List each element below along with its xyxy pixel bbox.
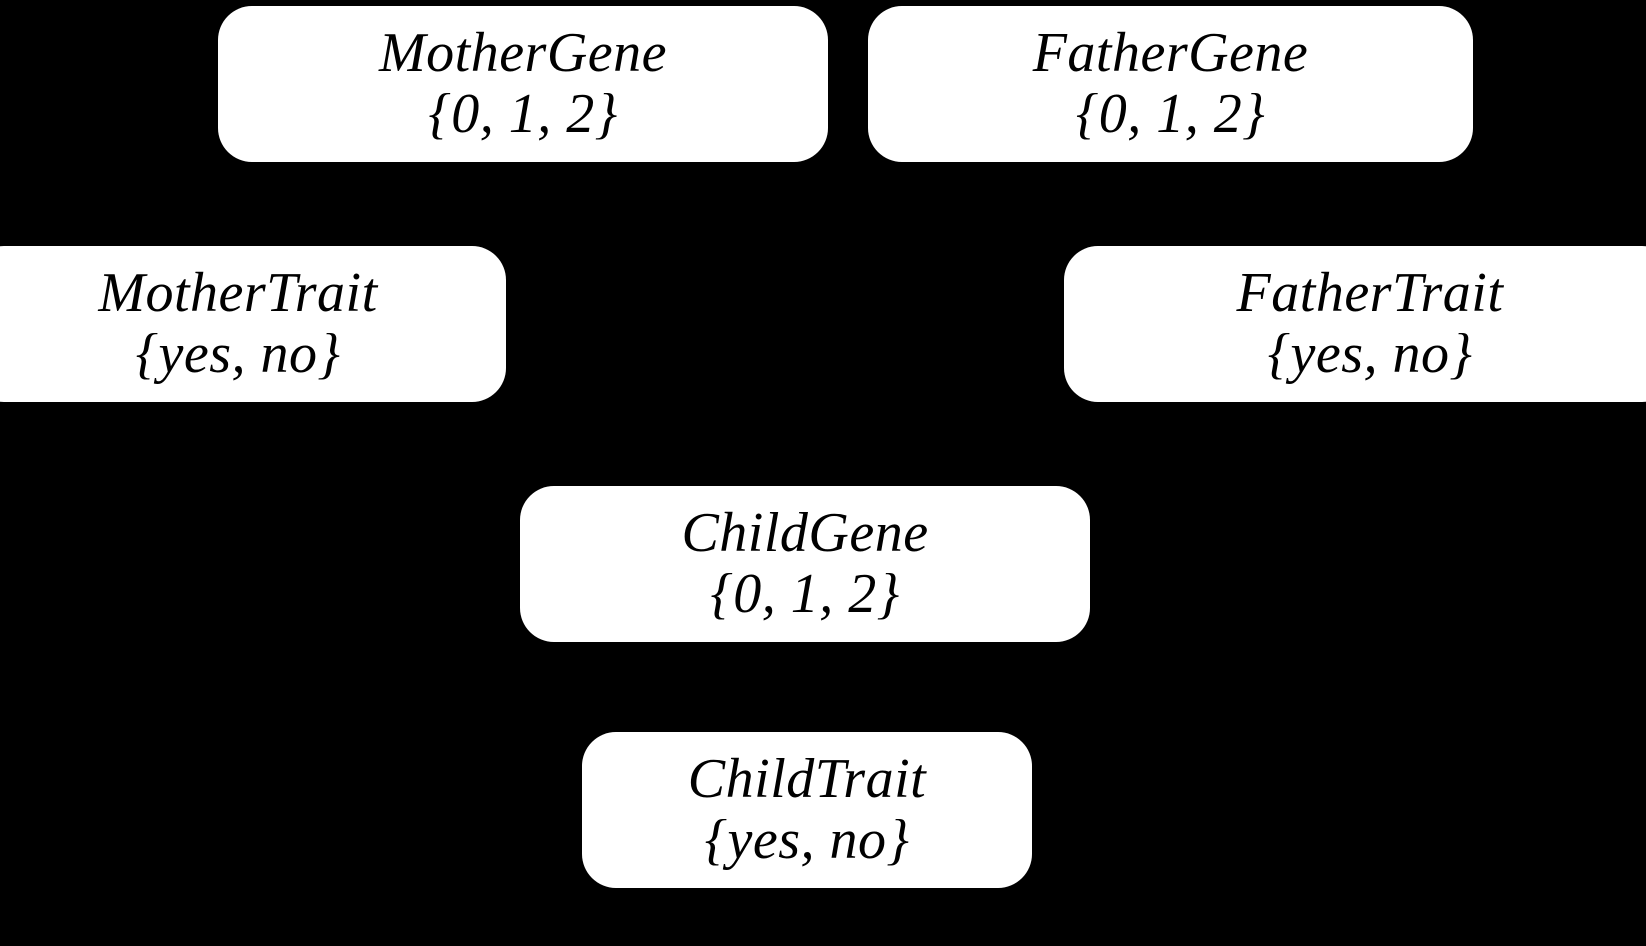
node-mother-gene[interactable]: MotherGene {0, 1, 2} xyxy=(218,6,828,162)
node-father-gene-label: FatherGene xyxy=(1032,21,1309,84)
node-child-trait[interactable]: ChildTrait {yes, no} xyxy=(582,732,1032,888)
node-father-trait-label: FatherTrait xyxy=(1236,261,1504,324)
node-child-trait-label: ChildTrait xyxy=(687,747,927,810)
node-father-trait[interactable]: FatherTrait {yes, no} xyxy=(1064,246,1646,402)
node-mother-gene-domain: {0, 1, 2} xyxy=(428,83,618,145)
node-father-trait-domain: {yes, no} xyxy=(1267,323,1473,385)
node-father-gene-domain: {0, 1, 2} xyxy=(1075,83,1266,145)
node-mother-trait[interactable]: MotherTrait {yes, no} xyxy=(0,246,506,402)
node-child-gene[interactable]: ChildGene {0, 1, 2} xyxy=(520,486,1090,642)
node-mother-trait-domain: {yes, no} xyxy=(135,323,341,385)
node-mother-trait-label: MotherTrait xyxy=(98,261,378,324)
node-child-gene-label: ChildGene xyxy=(681,501,929,564)
node-father-gene[interactable]: FatherGene {0, 1, 2} xyxy=(868,6,1473,162)
node-child-trait-domain: {yes, no} xyxy=(704,809,910,871)
node-child-gene-domain: {0, 1, 2} xyxy=(710,563,900,625)
node-mother-gene-label: MotherGene xyxy=(378,21,667,84)
